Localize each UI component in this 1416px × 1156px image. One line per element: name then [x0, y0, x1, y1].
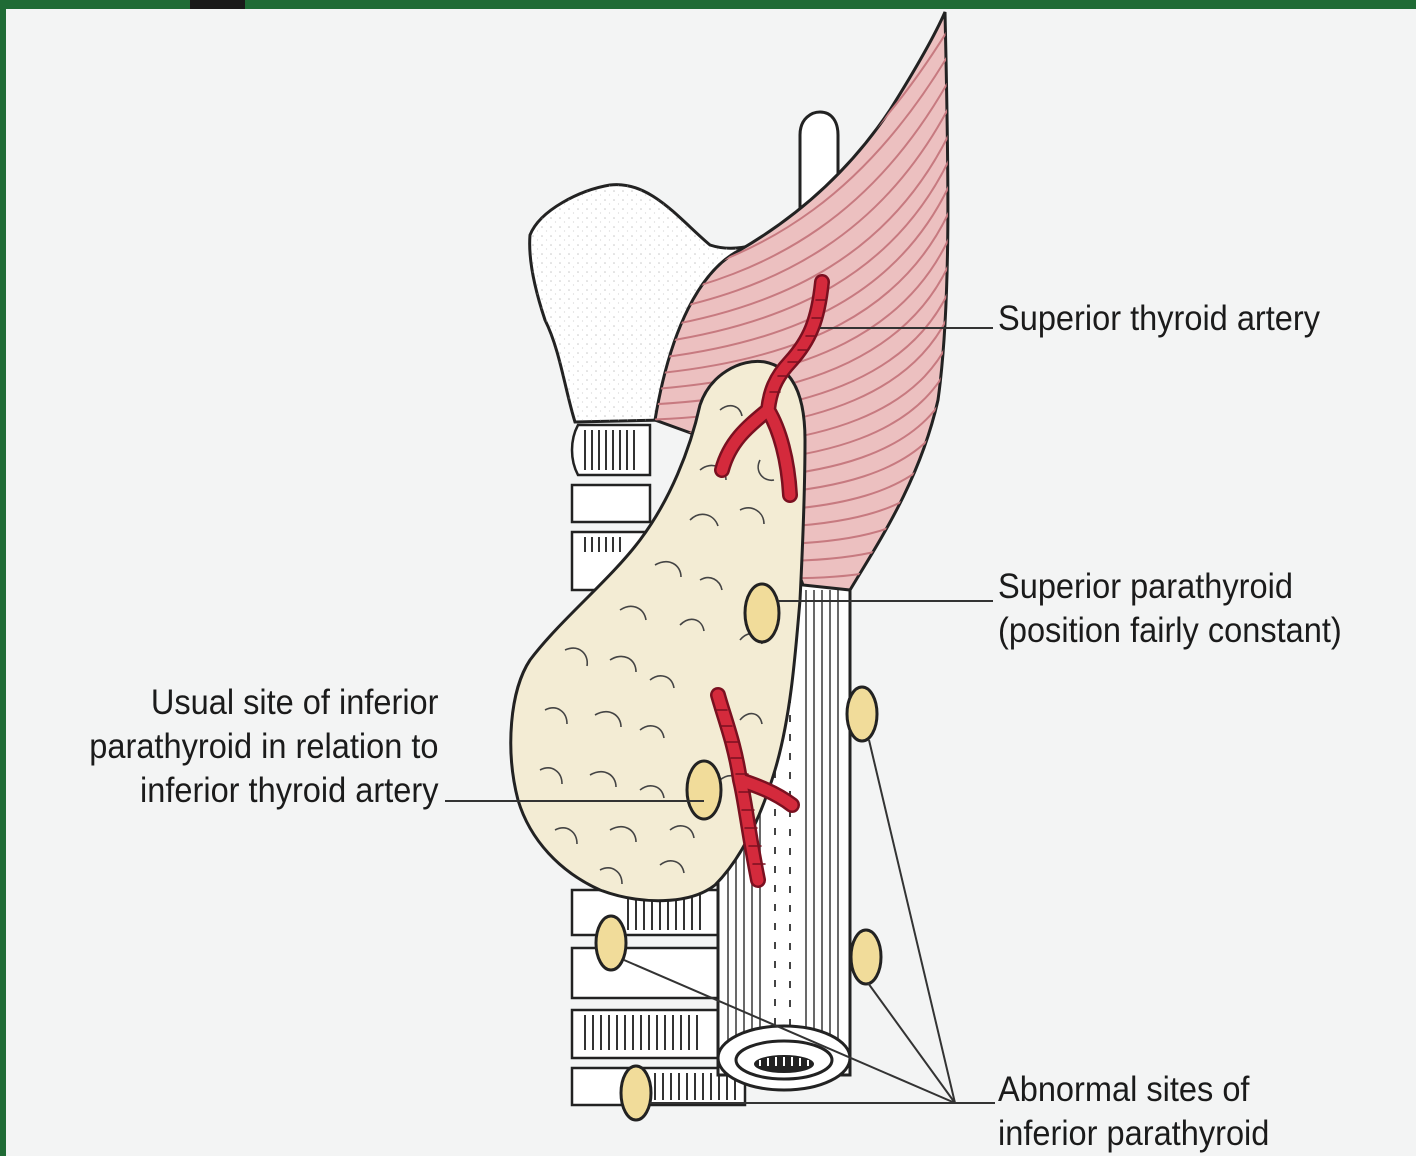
label-usual-site-line3: inferior thyroid artery	[89, 769, 438, 813]
abnormal-parathyroid-1	[847, 687, 877, 741]
label-superior-parathyroid-line2: (position fairly constant)	[998, 609, 1342, 653]
label-superior-thyroid-artery: Superior thyroid artery	[998, 297, 1320, 341]
abnormal-parathyroid-3	[596, 916, 626, 970]
label-usual-site-line1: Usual site of inferior	[89, 681, 438, 725]
label-superior-parathyroid: Superior parathyroid (position fairly co…	[998, 565, 1342, 653]
label-usual-site-line2: parathyroid in relation to	[89, 725, 438, 769]
label-usual-site-inferior-parathyroid: Usual site of inferior parathyroid in re…	[89, 681, 438, 813]
label-abnormal-sites: Abnormal sites of inferior parathyroid	[998, 1068, 1269, 1156]
superior-parathyroid	[745, 584, 779, 642]
label-superior-thyroid-artery-text: Superior thyroid artery	[998, 297, 1320, 341]
abnormal-parathyroid-2	[851, 930, 881, 984]
label-abnormal-sites-line2: inferior parathyroid	[998, 1112, 1269, 1156]
label-abnormal-sites-line1: Abnormal sites of	[998, 1068, 1269, 1112]
label-superior-parathyroid-line1: Superior parathyroid	[998, 565, 1342, 609]
inferior-parathyroid-usual	[687, 761, 721, 819]
leader-abnormal-1	[869, 740, 955, 1103]
abnormal-parathyroid-4	[621, 1066, 651, 1120]
